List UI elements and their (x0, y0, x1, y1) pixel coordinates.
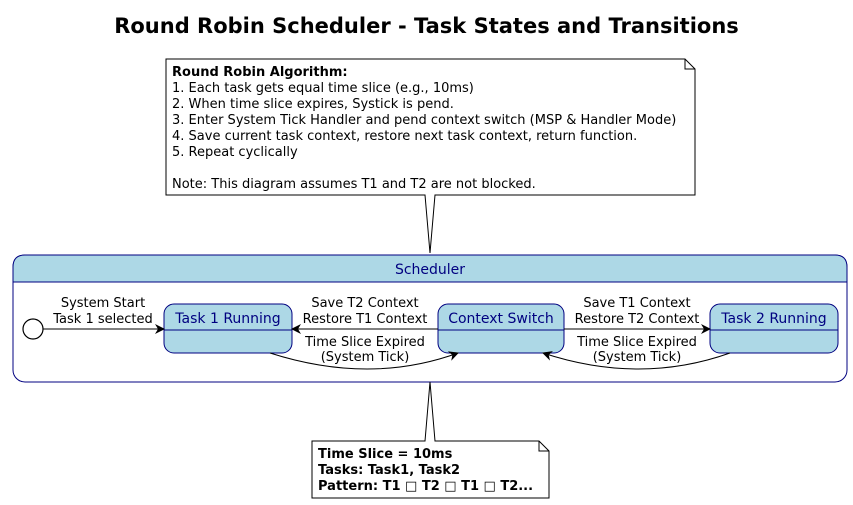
top-note-line: 4. Save current task context, restore ne… (172, 129, 638, 144)
bottom-note-line: Pattern: T1 □ T2 □ T1 □ T2... (318, 479, 534, 494)
state-context-switch[interactable]: Context Switch (437, 303, 565, 354)
scheduler-header (12, 254, 848, 283)
label-t1-to-cs-line1: Time Slice Expired (304, 335, 425, 350)
top-note-fold (684, 59, 695, 70)
transition-t1-to-cs-arrow (269, 351, 459, 370)
label-t1-to-cs-line2: (System Tick) (321, 350, 410, 365)
top-note-line: 5. Repeat cyclically (172, 145, 298, 160)
state-task2-label: Task 2 Running (720, 311, 826, 327)
top-note-shape (165, 58, 696, 254)
state-context-switch-label: Context Switch (448, 311, 554, 327)
top-note-line: 1. Each task gets equal time slice (e.g.… (172, 81, 474, 96)
top-note-line: 2. When time slice expires, Systick is p… (172, 97, 454, 112)
top-note-heading: Round Robin Algorithm: (172, 65, 348, 80)
label-cs-to-t1-line1: Save T2 Context (311, 296, 418, 311)
state-task1-running[interactable]: Task 1 Running (163, 303, 293, 354)
state-task1-label: Task 1 Running (174, 311, 280, 327)
diagram-title: Round Robin Scheduler - Task States and … (114, 14, 739, 38)
bottom-note-fold (538, 441, 549, 452)
state-task2-running[interactable]: Task 2 Running (709, 303, 839, 354)
top-note-spacer (172, 161, 676, 177)
bottom-note: Time Slice = 10ms Tasks: Task1, Task2 Pa… (318, 447, 533, 495)
top-note-line: 3. Enter System Tick Handler and pend co… (172, 113, 677, 128)
label-start-line1: System Start (61, 296, 145, 311)
bottom-note-line: Time Slice = 10ms (318, 447, 453, 462)
transition-t2-to-cs-arrow (542, 351, 731, 370)
label-cs-to-t2-line2: Restore T2 Context (575, 312, 700, 327)
label-t2-to-cs-line2: (System Tick) (593, 350, 682, 365)
top-note: Round Robin Algorithm: 1. Each task gets… (172, 65, 676, 193)
initial-state-node (22, 318, 44, 340)
label-cs-to-t2-line1: Save T1 Context (583, 296, 690, 311)
label-cs-to-t1-line2: Restore T1 Context (303, 312, 428, 327)
top-note-footer: Note: This diagram assumes T1 and T2 are… (172, 177, 536, 192)
bottom-note-line: Tasks: Task1, Task2 (318, 463, 461, 478)
label-t2-to-cs-line1: Time Slice Expired (576, 335, 697, 350)
label-start-line2: Task 1 selected (52, 312, 152, 327)
scheduler-label: Scheduler (395, 262, 465, 278)
